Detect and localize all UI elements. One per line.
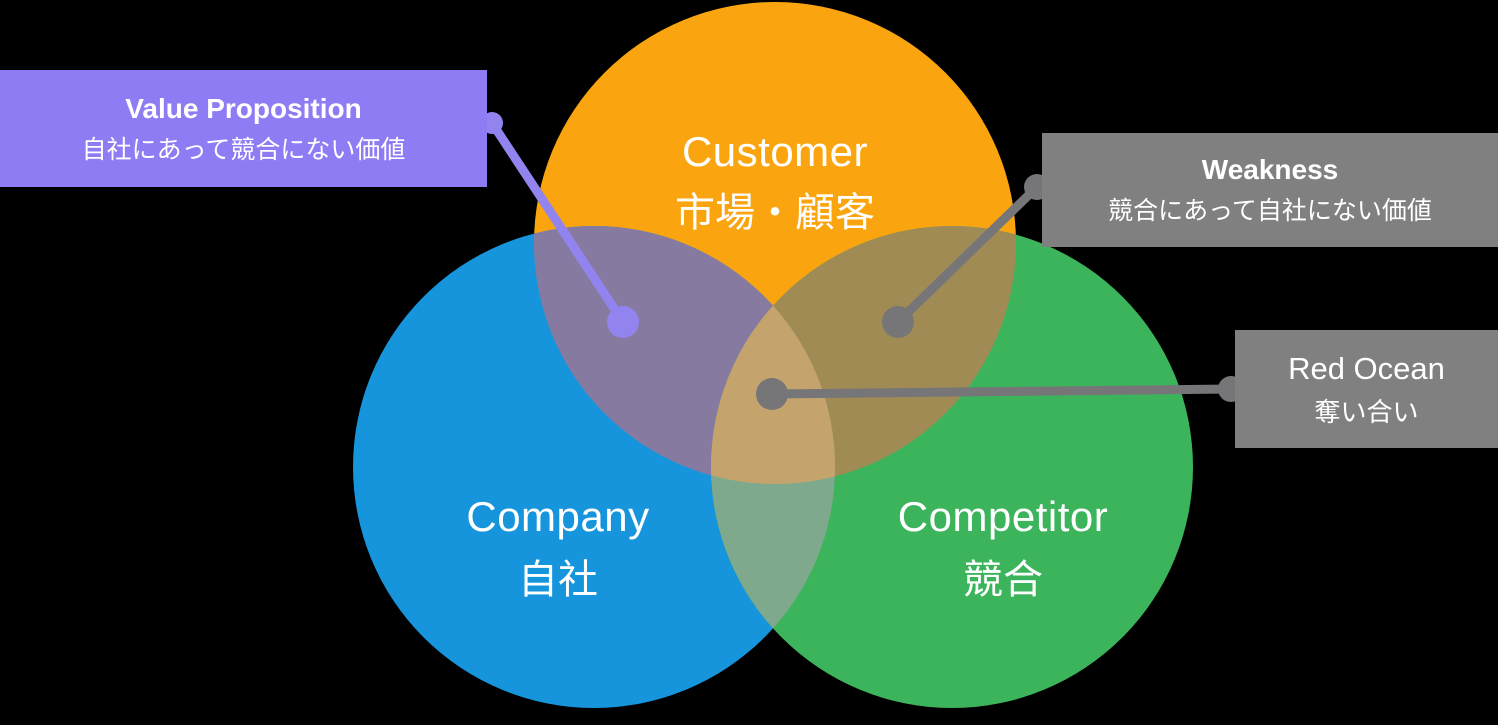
weakness-connector-dot: [882, 306, 914, 338]
competitor-label-ja: 競合: [963, 558, 1043, 602]
red-ocean-title: Red Ocean: [1288, 351, 1445, 386]
weakness-subtitle: 競合にあって自社にない価値: [1108, 197, 1432, 225]
competitor-label-en: Competitor: [898, 493, 1108, 540]
value-proposition-title: Value Proposition: [125, 92, 362, 124]
red-ocean-subtitle: 奪い合い: [1314, 397, 1419, 427]
weakness-connector-line: [893, 182, 1042, 327]
weakness-callout: Weakness 競合にあって自社にない価値: [1042, 133, 1498, 247]
red-ocean-connector-dot: [756, 378, 788, 410]
company-label-en: Company: [466, 493, 649, 540]
customer-label-en: Customer: [682, 128, 868, 175]
customer-label-ja: 市場・顧客: [675, 191, 875, 235]
company-label-ja: 自社: [518, 558, 598, 602]
red-ocean-connector-line: [767, 384, 1236, 399]
value-proposition-connector-line: [487, 118, 628, 327]
value-proposition-connector-dot: [607, 306, 639, 338]
value-proposition-callout: Value Proposition 自社にあって競合にない価値: [0, 70, 487, 187]
value-proposition-subtitle: 自社にあって競合にない価値: [81, 135, 406, 164]
weakness-title: Weakness: [1201, 154, 1339, 185]
red-ocean-callout: Red Ocean 奪い合い: [1235, 330, 1498, 448]
